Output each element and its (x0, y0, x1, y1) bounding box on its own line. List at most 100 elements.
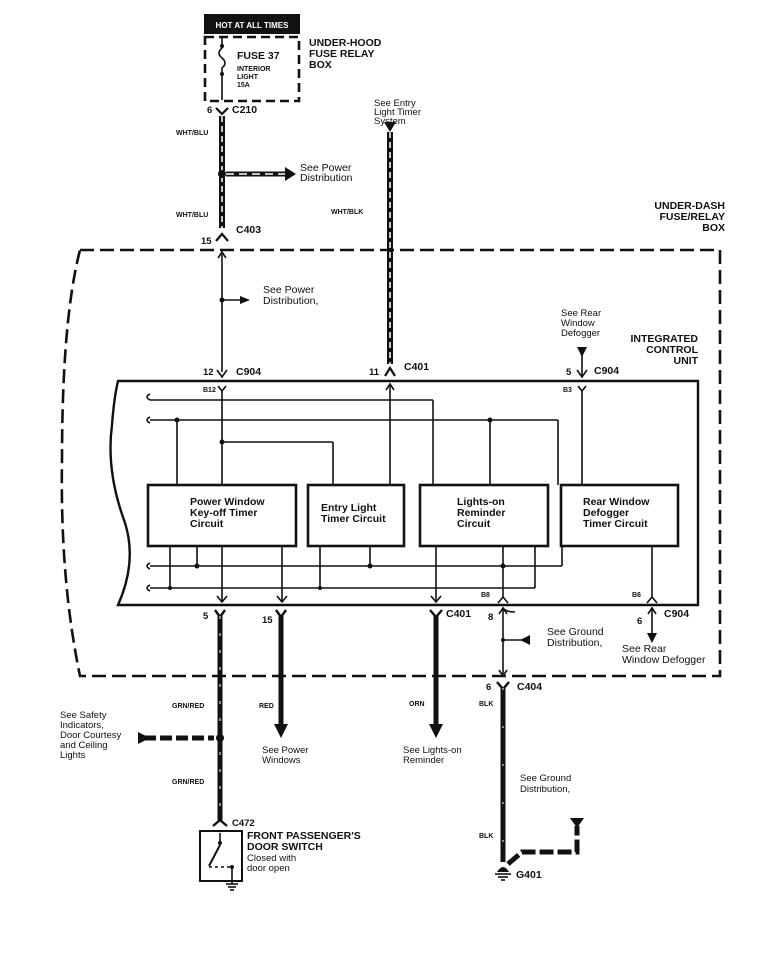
svg-text:C210: C210 (232, 104, 257, 116)
ref-rear-defog-out-1[interactable]: See Rear (622, 643, 667, 655)
ref-ground-dist-1a[interactable]: See Ground (547, 626, 604, 638)
svg-text:C904: C904 (664, 608, 689, 620)
arrow-down-icon (647, 633, 657, 643)
under-hood-fuse-box: FUSE 37 INTERIOR LIGHT 15A UNDER-HOOD FU… (203, 35, 382, 103)
svg-text:Reminder: Reminder (457, 507, 505, 519)
svg-text:Timer Circuit: Timer Circuit (583, 518, 648, 530)
under-dash-title-1: UNDER-DASH (654, 200, 725, 212)
fuse-rating: 15A (237, 82, 250, 89)
splice-point (216, 734, 224, 742)
arrow-right-icon (240, 296, 250, 304)
svg-text:C403: C403 (236, 224, 261, 236)
ref-ground-dist-2b[interactable]: Distribution, (520, 784, 570, 795)
connector-c401-pin11[interactable]: 11 C401 (369, 361, 429, 378)
ref-safety-4[interactable]: and Ceiling (60, 740, 108, 751)
ground-g401[interactable]: G401 (495, 867, 542, 881)
ref-rear-defog-in-1[interactable]: See Rear (561, 308, 601, 319)
connector-c404[interactable]: 6 C404 (486, 681, 542, 693)
connector-c904-pin6[interactable]: 6 C904 (637, 606, 689, 627)
circuit-lights-on-reminder[interactable]: Lights-on Reminder Circuit (418, 483, 550, 548)
arrow-down-icon (274, 724, 288, 738)
wire-color-red: RED (259, 703, 274, 710)
svg-text:C904: C904 (594, 365, 619, 377)
svg-text:15: 15 (201, 236, 212, 247)
svg-text:Lights-on: Lights-on (457, 496, 505, 508)
fuse-box-title-2: FUSE RELAY (309, 48, 375, 60)
svg-text:C472: C472 (232, 818, 255, 829)
ref-safety-2[interactable]: Indicators, (60, 720, 104, 731)
ref-power-dist-1a[interactable]: See Power (300, 162, 352, 174)
arrow-right-icon (285, 167, 296, 181)
ref-rear-defog-in-3[interactable]: Defogger (561, 328, 600, 339)
safety-indicators-branch[interactable] (138, 732, 214, 744)
ref-entry-light-1[interactable]: See Entry (374, 98, 416, 109)
front-passenger-door-switch[interactable] (199, 830, 243, 891)
wire-color-blk-2: BLK (479, 833, 493, 840)
power-distribution-branch-1[interactable] (226, 167, 296, 181)
wire-color-wht-blu-2: WHT/BLU (176, 212, 208, 219)
connector-c472[interactable]: C472 (212, 818, 255, 829)
wire-orn[interactable] (429, 616, 443, 738)
fuse-desc-2: LIGHT (237, 74, 259, 81)
connector-c210[interactable]: 6 C210 (207, 104, 257, 116)
ref-power-dist-1b[interactable]: Distribution (300, 172, 353, 184)
connector-pin8[interactable]: 8 (488, 606, 508, 623)
svg-text:6: 6 (207, 105, 212, 116)
ref-rear-defog-out-2[interactable]: Window Defogger (622, 654, 706, 666)
ref-ground-dist-2a[interactable]: See Ground (520, 773, 571, 784)
svg-text:Circuit: Circuit (457, 518, 491, 530)
wire-color-blk-1: BLK (479, 701, 493, 708)
circuit-entry-light-timer[interactable]: Entry Light Timer Circuit (306, 483, 406, 548)
svg-text:15: 15 (262, 615, 273, 626)
fuse-box-title-3: BOX (309, 59, 332, 71)
ground-distribution-branch[interactable] (506, 818, 584, 866)
ref-ground-dist-1b[interactable]: Distribution, (547, 637, 602, 649)
svg-text:C904: C904 (236, 366, 261, 378)
connector-c904-pin5[interactable]: 5 C904 (566, 365, 619, 379)
svg-text:Rear Window: Rear Window (583, 496, 650, 508)
wire-color-wht-blk: WHT/BLK (331, 209, 363, 216)
ref-safety-3[interactable]: Door Courtesy (60, 730, 121, 741)
svg-text:C404: C404 (517, 681, 542, 693)
svg-text:G401: G401 (516, 869, 542, 881)
circuit-rear-window-defogger-timer[interactable]: Rear Window Defogger Timer Circuit (559, 483, 680, 548)
svg-text:Entry Light: Entry Light (321, 502, 377, 514)
wire-red[interactable] (274, 616, 288, 738)
fuse-box-title-1: UNDER-HOOD (309, 37, 382, 49)
ref-power-dist-2b[interactable]: Distribution, (263, 295, 318, 307)
ref-safety-1[interactable]: See Safety (60, 710, 107, 721)
svg-text:11: 11 (369, 367, 380, 378)
door-switch-note-1: Closed with (247, 853, 296, 864)
connector-c904-pin12[interactable]: 12 C904 (203, 366, 261, 379)
svg-text:Defogger: Defogger (583, 507, 629, 519)
ref-power-windows-2[interactable]: Windows (262, 755, 301, 766)
icu-title-3: UNIT (674, 355, 699, 367)
splice-point (218, 170, 226, 178)
svg-text:C401: C401 (404, 361, 429, 373)
ref-lights-on-1[interactable]: See Lights-on (403, 745, 462, 756)
svg-text:Key-off Timer: Key-off Timer (190, 507, 258, 519)
circuit-power-window-key-off-timer[interactable]: Power Window Key-off Timer Circuit (146, 483, 298, 548)
terminal-b12: B12 (203, 387, 216, 394)
arrow-left-icon (138, 732, 150, 744)
svg-text:8: 8 (488, 612, 493, 623)
ref-rear-defog-in-2[interactable]: Window (561, 318, 595, 329)
ref-entry-light-2[interactable]: Light Timer (374, 107, 421, 118)
wire-color-orn: ORN (409, 701, 425, 708)
integrated-control-unit-outline (109, 379, 700, 607)
under-dash-title-3: BOX (702, 222, 725, 234)
terminal-b3: B3 (563, 387, 572, 394)
svg-text:6: 6 (637, 616, 642, 627)
connector-c403[interactable]: 15 C403 (201, 224, 261, 247)
fuse-desc-1: INTERIOR (237, 66, 270, 73)
ref-power-windows-1[interactable]: See Power (262, 745, 308, 756)
hot-label: HOT AT ALL TIMES (216, 21, 290, 30)
door-switch-title-2: DOOR SWITCH (247, 841, 323, 853)
ref-power-dist-2a[interactable]: See Power (263, 284, 315, 296)
arrow-down-icon (577, 347, 587, 357)
ref-lights-on-2[interactable]: Reminder (403, 755, 444, 766)
icu-title-1: INTEGRATED (631, 333, 699, 345)
ref-entry-light-3[interactable]: System (374, 116, 406, 127)
ref-safety-5[interactable]: Lights (60, 750, 86, 761)
svg-text:Circuit: Circuit (190, 518, 224, 530)
